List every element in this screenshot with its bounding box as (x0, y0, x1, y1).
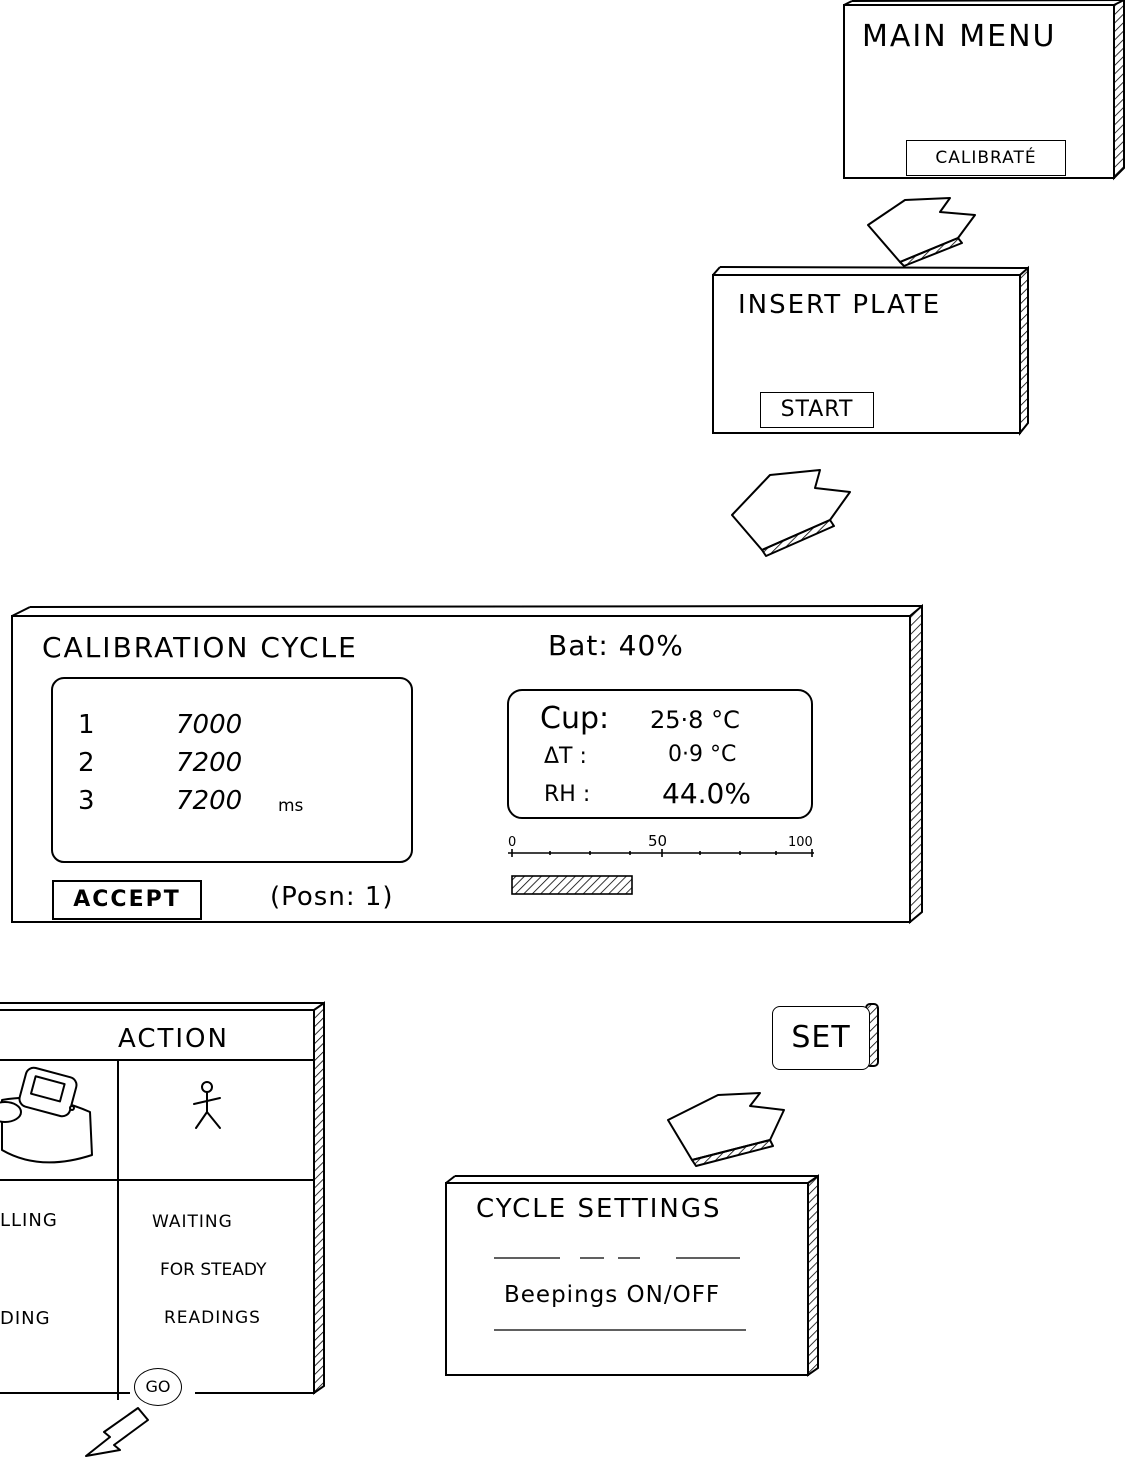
arrow-icon (868, 198, 975, 266)
device-icon (0, 1066, 92, 1162)
scale-tick-label: 50 (648, 834, 667, 849)
arrow-icon (732, 470, 850, 556)
cycle-settings-title: CYCLE SETTINGS (476, 1196, 722, 1222)
cup-label: Cup: (540, 704, 609, 734)
person-icon (194, 1082, 220, 1128)
reading-index: 3 (78, 788, 95, 814)
reading-value: 7200 (176, 750, 242, 776)
action-left-text: DING (0, 1310, 51, 1328)
battery-readout: Bat: 40% (548, 632, 684, 660)
reading-index: 2 (78, 750, 95, 776)
delta-t-label: ΔT : (544, 746, 587, 768)
action-panel-frame (0, 1003, 324, 1400)
delta-t-value: 0·9 °C (668, 744, 736, 766)
action-right-text: FOR STEADY (160, 1262, 266, 1279)
calibration-title: CALIBRATION CYCLE (42, 634, 358, 662)
beeping-toggle-option[interactable]: Beepings ON/OFF (504, 1284, 720, 1307)
cup-value: 25·8 °C (650, 708, 740, 732)
scale-tick-label: 0 (508, 836, 516, 849)
reading-unit: ms (278, 798, 303, 815)
rh-value: 44.0% (662, 780, 751, 808)
go-button[interactable]: GO (134, 1368, 182, 1406)
reading-value: 7000 (176, 712, 242, 738)
arrow-icon (86, 1408, 148, 1456)
position-readout: (Posn: 1) (270, 884, 394, 910)
action-right-text: READINGS (164, 1310, 261, 1327)
start-button[interactable]: START (760, 392, 874, 428)
rh-label: RH : (544, 784, 590, 806)
main-menu-title: MAIN MENU (862, 22, 1056, 52)
scale-tick-label: 100 (788, 836, 813, 849)
accept-button[interactable]: ACCEPT (52, 880, 202, 920)
insert-plate-title: INSERT PLATE (738, 292, 941, 318)
arrow-icon (668, 1093, 784, 1166)
reading-index: 1 (78, 712, 95, 738)
action-left-text: LLING (0, 1212, 58, 1230)
calibrate-button[interactable]: CALIBRATÉ (906, 140, 1066, 176)
action-title: ACTION (118, 1026, 229, 1052)
progress-bar-fill (512, 876, 632, 894)
action-right-text: WAITING (152, 1214, 233, 1231)
set-button[interactable]: SET (772, 1006, 870, 1070)
reading-value: 7200 (176, 788, 242, 814)
